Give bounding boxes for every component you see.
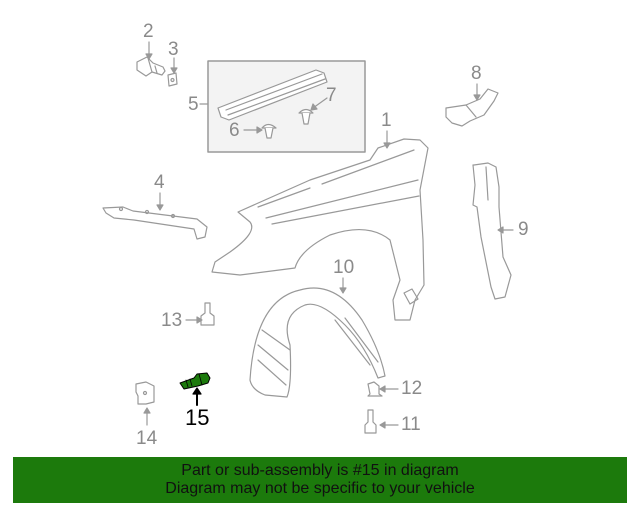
part-2-bolt[interactable] xyxy=(136,56,166,77)
callout-15: 15 xyxy=(185,405,210,430)
callout-1: 1 xyxy=(381,110,392,131)
callout-4: 4 xyxy=(154,172,165,193)
part-11-bolt[interactable] xyxy=(364,409,377,434)
callout-7: 7 xyxy=(326,85,337,106)
callout-3: 3 xyxy=(168,39,179,60)
part-13-bolt[interactable] xyxy=(200,302,215,326)
part-14-bracket[interactable] xyxy=(135,381,155,405)
callout-5: 5 xyxy=(188,94,199,115)
callout-6: 6 xyxy=(229,120,240,141)
part-5-strip[interactable] xyxy=(217,69,328,121)
callout-13: 13 xyxy=(161,310,183,331)
callout-11: 11 xyxy=(401,414,421,435)
banner-line-1: Part or sub-assembly is #15 in diagram xyxy=(181,462,459,479)
part-1-fender[interactable] xyxy=(211,138,429,321)
banner-line-2: Diagram may not be specific to your vehi… xyxy=(165,480,475,497)
part-15-bolt-highlighted[interactable] xyxy=(179,372,211,390)
part-4-bracket[interactable] xyxy=(102,206,208,240)
callout-9: 9 xyxy=(518,219,529,240)
callout-12: 12 xyxy=(401,378,423,399)
callout-14: 14 xyxy=(136,428,158,449)
part-6-clip[interactable] xyxy=(261,123,277,139)
part-12-retainer[interactable] xyxy=(367,381,383,397)
callout-10: 10 xyxy=(333,257,355,278)
part-9-seal[interactable] xyxy=(472,162,512,300)
part-8-bracket[interactable] xyxy=(445,88,499,127)
part-7-clip[interactable] xyxy=(298,108,314,125)
diagram-drawing xyxy=(102,41,514,434)
info-banner: Part or sub-assembly is #15 in diagram D… xyxy=(13,457,627,503)
callout-2: 2 xyxy=(143,21,154,42)
part-3-nut-clip[interactable] xyxy=(167,72,178,87)
callout-8: 8 xyxy=(471,63,482,84)
parts-diagram: 2 3 5 6 7 8 1 4 9 10 13 12 11 14 15 xyxy=(102,21,529,449)
part-10-liner[interactable] xyxy=(249,287,386,398)
